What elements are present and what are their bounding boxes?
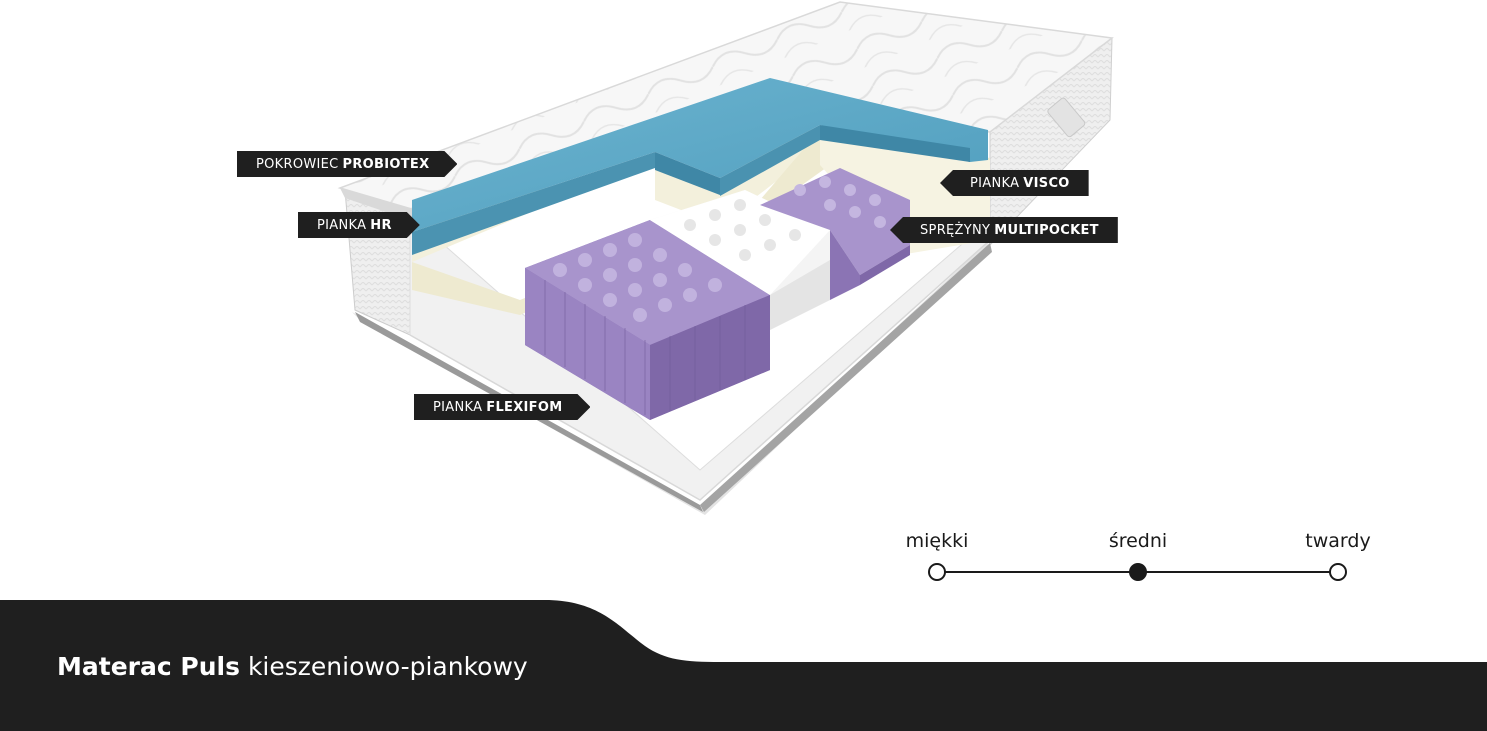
footer-band bbox=[0, 600, 1487, 731]
firmness-label-hard: twardy bbox=[1305, 530, 1371, 552]
label-hr-foam: PIANKA HR bbox=[298, 212, 420, 238]
firmness-label-soft: miękki bbox=[905, 530, 969, 552]
label-visco-foam: PIANKA VISCO bbox=[940, 170, 1089, 196]
label-cover-prefix: POKROWIEC bbox=[256, 156, 339, 172]
firmness-label-medium: średni bbox=[1108, 530, 1168, 552]
label-visco-bold: VISCO bbox=[1023, 175, 1070, 191]
label-springs: SPRĘŻYNY MULTIPOCKET bbox=[890, 217, 1118, 243]
spring-block-white bbox=[650, 190, 830, 330]
label-flexifom-bold: FLEXIFOM bbox=[486, 399, 563, 415]
mattress-cutaway-image bbox=[337, 1, 1114, 515]
label-springs-bold: MULTIPOCKET bbox=[994, 222, 1099, 238]
label-hr-prefix: PIANKA bbox=[317, 217, 367, 233]
spring-block-purple bbox=[525, 220, 770, 420]
product-type: kieszeniowo-piankowy bbox=[247, 652, 528, 681]
label-cover-bold: PROBIOTEX bbox=[342, 156, 430, 172]
label-flexifom-foam: PIANKA FLEXIFOM bbox=[414, 394, 590, 420]
product-name: Materac Puls bbox=[57, 652, 240, 681]
label-visco-prefix: PIANKA bbox=[970, 175, 1020, 191]
firmness-dot-hard bbox=[1329, 563, 1347, 581]
firmness-dot-medium bbox=[1129, 563, 1147, 581]
label-flexifom-prefix: PIANKA bbox=[433, 399, 483, 415]
label-cover: POKROWIEC PROBIOTEX bbox=[237, 151, 457, 177]
label-springs-prefix: SPRĘŻYNY bbox=[920, 222, 991, 238]
label-hr-bold: HR bbox=[370, 217, 392, 233]
firmness-dot-soft bbox=[928, 563, 946, 581]
